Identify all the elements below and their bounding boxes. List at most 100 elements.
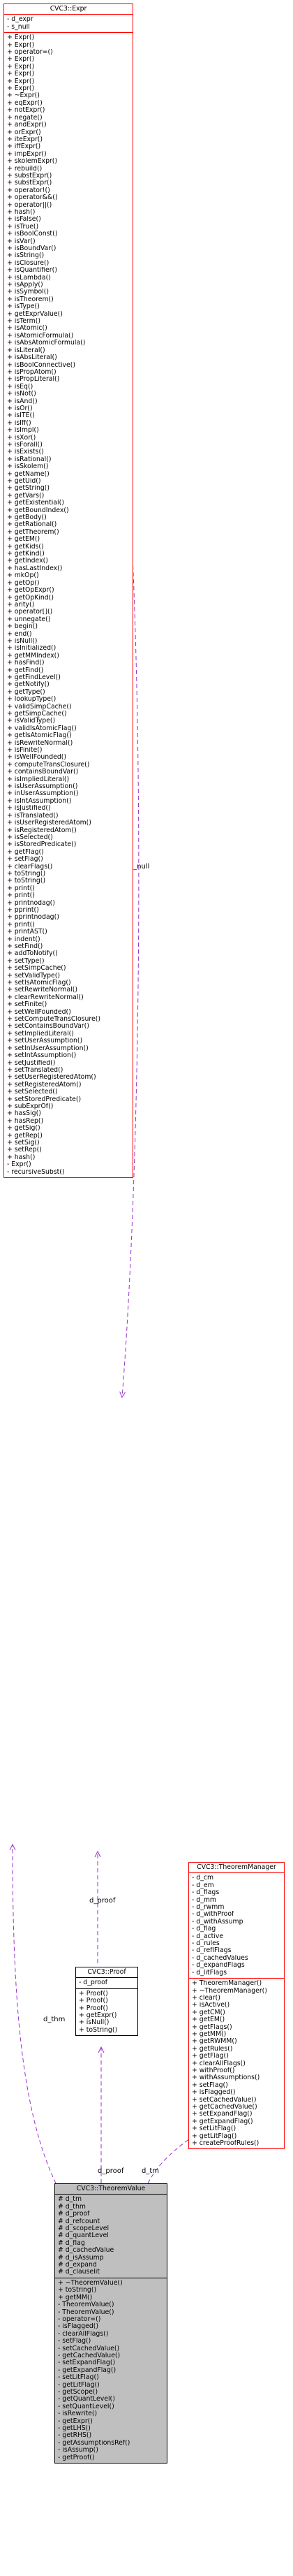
- member-row: + arity(): [7, 601, 35, 609]
- member-row: - d_withProof: [192, 1911, 234, 1919]
- class-expr[interactable]: CVC3::Expr - d_expr- s_null + Expr()+ Ex…: [3, 3, 133, 1178]
- member-row: + operator!(): [7, 187, 50, 194]
- member-row: + Proof(): [79, 2004, 108, 2012]
- method-list: + Expr()+ Expr()+ operator=()+ Expr()+ E…: [4, 33, 133, 1177]
- member-row: - d_rules: [192, 1940, 220, 1948]
- member-row: + getType(): [7, 688, 45, 696]
- member-row: # d_expand: [58, 2262, 97, 2269]
- member-row: + isRegisteredAtom(): [7, 827, 77, 834]
- member-row: + setSimpCache(): [7, 965, 66, 973]
- member-row: + Expr(): [7, 34, 35, 42]
- member-row: # d_cachedValue: [58, 2247, 114, 2255]
- member-row: + isLiteral(): [7, 347, 45, 354]
- member-row: + getRational(): [7, 521, 57, 529]
- member-row: + rebuild(): [7, 165, 43, 173]
- member-row: + ~TheoremManager(): [192, 1987, 267, 1995]
- member-row: + isTheorem(): [7, 296, 54, 303]
- member-row: + isInitialized(): [7, 645, 57, 653]
- member-row: - getProof(): [58, 2454, 95, 2461]
- member-row: - TheoremValue(): [58, 2301, 114, 2309]
- member-row: + validIsAtomicFlag(): [7, 725, 77, 732]
- member-row: + isAbsAtomicFormula(): [7, 340, 86, 347]
- member-row: + isFalse(): [7, 216, 41, 224]
- member-row: + subExprOf(): [7, 1103, 54, 1110]
- member-row: + clear(): [192, 1994, 220, 2002]
- member-row: + printAST(): [7, 929, 47, 936]
- member-row: + Expr(): [7, 41, 35, 49]
- member-row: + getOpExpr(): [7, 587, 54, 595]
- member-row: - d_proof: [79, 1979, 108, 1987]
- method-list: + Proof()+ Proof()+ Proof()+ getExpr()+ …: [76, 1989, 137, 2035]
- member-row: - Expr(): [7, 1161, 31, 1169]
- member-row: + isValidType(): [7, 718, 56, 725]
- member-row: # d_proof: [58, 2211, 90, 2218]
- class-proof[interactable]: CVC3::Proof - d_proof + Proof()+ Proof()…: [75, 1967, 138, 2037]
- member-row: + printnodag(): [7, 899, 55, 907]
- member-row: + isUserAssumption(): [7, 783, 78, 791]
- edge-d-thm: [13, 1844, 57, 2184]
- member-row: + getRep(): [7, 1132, 43, 1140]
- member-row: + getKids(): [7, 543, 44, 551]
- member-row: + getIndex(): [7, 558, 48, 565]
- member-row: + setFlag(): [192, 2081, 228, 2089]
- member-row: - s_null: [7, 23, 30, 31]
- attribute-list: - d_proof: [76, 1978, 137, 1989]
- member-row: + isBoundVar(): [7, 245, 57, 252]
- member-row: + setWellFounded(): [7, 1008, 71, 1016]
- edge-label-d-proof-lower: d_proof: [98, 2167, 124, 2175]
- member-row: + getEM(): [192, 2016, 225, 2024]
- member-row: + Expr(): [7, 63, 35, 71]
- class-theorem-value[interactable]: CVC3::TheoremValue # d_tm# d_thm# d_proo…: [54, 2183, 167, 2464]
- member-row: - setExpandFlag(): [58, 2359, 116, 2367]
- member-row: + isFinite(): [7, 747, 43, 755]
- member-row: + isQuantifier(): [7, 267, 57, 275]
- member-row: + operator||(): [7, 201, 52, 209]
- member-row: + setTranslated(): [7, 1066, 63, 1074]
- member-row: + computeTransClosure(): [7, 761, 90, 769]
- member-row: + isNull(): [7, 637, 38, 645]
- member-row: + setType(): [7, 957, 45, 965]
- member-row: - recursiveSubst(): [7, 1168, 65, 1176]
- member-row: + clearFlags(): [7, 863, 53, 871]
- member-row: + isSkolem(): [7, 463, 49, 471]
- member-row: + lookupType(): [7, 696, 57, 704]
- member-row: + toString(): [7, 878, 46, 885]
- member-row: + mkOp(): [7, 572, 39, 580]
- member-row: - d_expr: [7, 16, 33, 24]
- member-row: + isVar(): [7, 238, 36, 245]
- member-row: + isXor(): [7, 434, 36, 442]
- member-row: # d_refcount: [58, 2218, 100, 2225]
- member-row: + hash(): [7, 1154, 36, 1161]
- member-row: + setCachedValue(): [192, 2096, 257, 2104]
- member-row: - getAssumptionsRef(): [58, 2439, 130, 2447]
- member-row: + getCM(): [192, 2009, 225, 2016]
- member-row: + isTrue(): [7, 223, 39, 231]
- class-title: CVC3::TheoremValue: [55, 2184, 167, 2195]
- member-row: # d_flag: [58, 2239, 85, 2247]
- member-row: + isNot(): [7, 391, 36, 398]
- member-row: - getRHS(): [58, 2432, 92, 2440]
- member-row: + hasFind(): [7, 660, 45, 667]
- member-row: + validSimpCache(): [7, 703, 72, 711]
- member-row: + getNotify(): [7, 681, 50, 689]
- member-row: + Expr(): [7, 85, 35, 93]
- member-row: + getMM(): [58, 2294, 93, 2301]
- member-row: + isImpliedLiteral(): [7, 776, 70, 783]
- member-row: + setFlag(): [7, 856, 43, 864]
- member-row: - d_active: [192, 1933, 224, 1940]
- member-row: + setFinite(): [7, 1001, 47, 1009]
- member-row: + getBody(): [7, 514, 47, 522]
- member-row: + getRules(): [192, 2045, 233, 2053]
- member-row: + setValidType(): [7, 972, 60, 980]
- class-theorem-manager[interactable]: CVC3::TheoremManager - d_cm- d_em- d_fla…: [188, 1862, 285, 2150]
- member-row: + toString(): [7, 870, 46, 878]
- member-row: + isJustified(): [7, 805, 51, 813]
- member-row: + getOp(): [7, 579, 40, 587]
- member-row: + getFindLevel(): [7, 674, 61, 681]
- member-row: + inUserAssumption(): [7, 790, 79, 798]
- attribute-list: # d_tm# d_thm# d_proof# d_refcount# d_sc…: [55, 2195, 167, 2278]
- member-row: + isOr(): [7, 405, 33, 412]
- member-row: + isSelected(): [7, 834, 53, 841]
- member-row: + clearRewriteNormal(): [7, 994, 84, 1001]
- member-row: - clearAllFlags(): [58, 2330, 109, 2338]
